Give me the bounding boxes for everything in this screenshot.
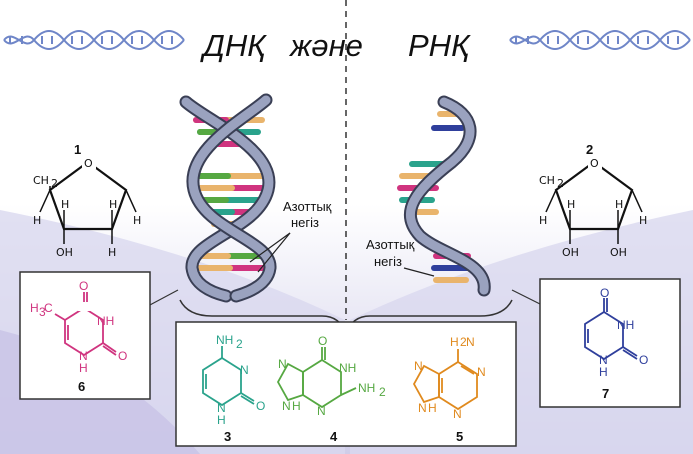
uracil-n: N — [599, 353, 608, 367]
sugar-2-h-right: H — [639, 214, 647, 227]
rna-label-pointer — [403, 267, 435, 277]
uracil-o2: O — [639, 353, 648, 367]
sugar-2-ch-sub: 2 — [557, 177, 564, 190]
adenine-h: H — [450, 335, 459, 349]
connector-uracil — [511, 289, 541, 305]
dna-base-label-line1: Азоттық — [283, 199, 332, 214]
rna-base-label-line1: Азоттық — [366, 237, 415, 252]
cytosine-structure — [202, 346, 255, 407]
adenine-nh2-n: N — [466, 335, 475, 349]
rna-base-label-line2: негіз — [374, 254, 402, 269]
sugar-2-h-c2-top: H — [615, 198, 623, 211]
wave-left-decoration — [3, 30, 185, 50]
adenine-structure — [412, 349, 478, 411]
wave-right-decoration — [509, 30, 691, 50]
thymine-number: 6 — [78, 379, 85, 394]
uracil-number: 7 — [602, 386, 609, 401]
sugar-2-oh-left: OH — [562, 246, 579, 259]
thymine-h3c-c: C — [44, 301, 53, 315]
sugar-1-oxygen: O — [84, 157, 93, 170]
sugar-1-oh: OH — [56, 246, 73, 259]
guanine-n-h: N — [282, 399, 291, 413]
thymine-o1: O — [79, 279, 88, 293]
sugar-1-number: 1 — [74, 142, 81, 157]
guanine-n-ring: N — [317, 404, 326, 418]
cytosine-o: O — [256, 399, 265, 413]
dna-strand-2 — [188, 95, 275, 301]
adenine-n3: N — [414, 359, 423, 373]
guanine-o: O — [318, 334, 327, 348]
cytosine-n-ring: N — [217, 401, 226, 415]
sugar-1-h-c3-top: H — [61, 198, 69, 211]
sugar-1-ring — [48, 160, 128, 231]
ribose-structure: 2 O CH 2 H H H H OH OH — [539, 142, 647, 259]
cytosine-nh: NH — [216, 333, 233, 347]
cytosine-nh2-sub: 2 — [236, 337, 243, 351]
sugar-1-h-left: H — [33, 214, 41, 227]
guanine-nh2: NH — [358, 381, 375, 395]
cytosine-h: H — [217, 413, 226, 427]
sugar-1-ch-sub: 2 — [51, 177, 58, 190]
guanine-h: H — [292, 399, 301, 413]
sugar-2-ring — [554, 160, 634, 231]
uracil-box — [539, 278, 681, 408]
uracil-h: H — [599, 365, 608, 379]
sugar-1-h-c2-top: H — [109, 198, 117, 211]
sugar-2-number: 2 — [586, 142, 593, 157]
uracil-structure — [584, 298, 638, 361]
sugar-2-oh-right: OH — [610, 246, 627, 259]
bases-box — [175, 321, 517, 447]
guanine-nh2-sub: 2 — [379, 385, 386, 399]
thymine-h3c-h: H — [30, 301, 39, 315]
dna-label-pointer-2 — [257, 232, 291, 273]
title-rna: РНҚ — [408, 28, 471, 63]
thymine-h: H — [79, 361, 88, 375]
sugar-2-oxygen: O — [590, 157, 599, 170]
adenine-n2: N — [453, 407, 462, 421]
rna-strand — [405, 97, 489, 295]
guanine-structure — [276, 347, 357, 409]
sugar-1-ch: CH — [33, 174, 49, 187]
sugar-1-h-right: H — [133, 214, 141, 227]
sugar-2-h-left: H — [539, 214, 547, 227]
dna-base-label-line2: негіз — [291, 215, 319, 230]
adenine-number: 5 — [456, 429, 463, 444]
sugar-2-h-c3-top: H — [567, 198, 575, 211]
title-dna: ДНҚ — [200, 28, 267, 63]
title-conjunction: және — [288, 28, 363, 63]
guanine-nh: NH — [339, 361, 356, 375]
thymine-o2: O — [118, 349, 127, 363]
cytosine-n: N — [240, 363, 249, 377]
uracil-nh: NH — [617, 318, 634, 332]
guanine-number: 4 — [330, 429, 338, 444]
adenine-h-ring: H — [428, 401, 437, 415]
dna-double-helix — [179, 93, 277, 303]
rna-single-strand — [397, 95, 491, 297]
sugar-2-ch: CH — [539, 174, 555, 187]
uracil-o1: O — [600, 286, 609, 300]
guanine-n-imid: N — [278, 357, 287, 371]
deoxyribose-structure: 1 O CH 2 H H H H OH H — [33, 142, 141, 259]
thymine-n: N — [79, 349, 88, 363]
adenine-h-sub: 2 — [460, 335, 467, 349]
adenine-n4: N — [418, 401, 427, 415]
dna-label-pointer-1 — [249, 232, 291, 263]
cytosine-number: 3 — [224, 429, 231, 444]
connector-thymine — [147, 289, 179, 307]
sugar-1-h-bottom: H — [108, 246, 116, 259]
thymine-nh: NH — [97, 314, 114, 328]
thymine-h3c-sub: 3 — [39, 305, 46, 319]
adenine-n1: N — [477, 365, 486, 379]
thymine-box — [19, 271, 151, 400]
